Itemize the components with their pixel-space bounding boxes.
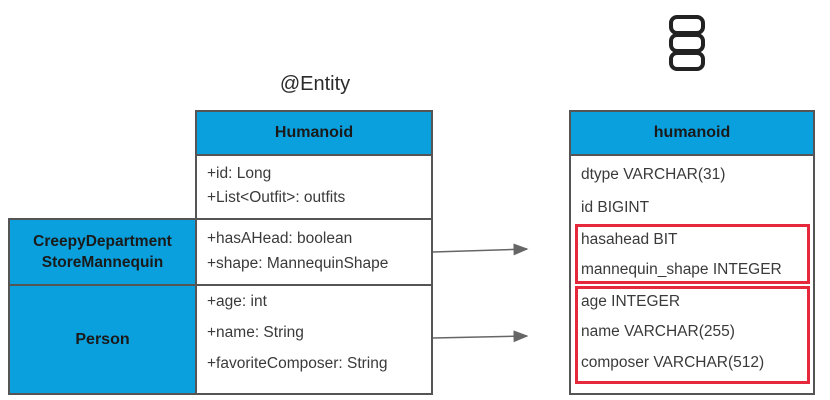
person-fields: +age: int +name: String +favoriteCompose…	[195, 284, 433, 395]
person-field-name: +name: String	[207, 324, 304, 341]
arrow-mannequin-to-table	[432, 243, 529, 256]
highlight-mannequin-columns	[575, 224, 810, 284]
mannequin-class-title-line2: StoreMannequin	[41, 254, 164, 271]
arrow-person-to-table	[432, 330, 529, 343]
column-name: name VARCHAR(255)	[581, 323, 735, 340]
column-mannequin-shape: mannequin_shape INTEGER	[581, 261, 782, 278]
humanoid-class-header: Humanoid	[195, 110, 433, 156]
humanoid-fields: +id: Long +List<Outfit>: outfits	[195, 154, 433, 220]
column-composer: composer VARCHAR(512)	[581, 354, 765, 371]
mannequin-class-title-line1: CreepyDepartment	[33, 233, 172, 250]
person-class-header: Person	[8, 284, 197, 395]
humanoid-field-outfits: +List<Outfit>: outfits	[207, 189, 346, 206]
highlight-person-columns	[575, 286, 810, 384]
column-age: age INTEGER	[581, 293, 681, 310]
column-id: id BIGINT	[581, 199, 650, 216]
table-name: humanoid	[653, 124, 731, 141]
person-class-title: Person	[75, 330, 130, 348]
entity-annotation: @Entity	[279, 73, 351, 95]
humanoid-class-title: Humanoid	[274, 124, 354, 141]
humanoid-field-id: +id: Long	[207, 165, 272, 182]
table-header: humanoid	[569, 110, 815, 156]
person-field-composer: +favoriteComposer: String	[207, 355, 388, 372]
mannequin-field-hasahead: +hasAHead: boolean	[207, 230, 353, 247]
column-dtype: dtype VARCHAR(31)	[581, 166, 726, 183]
person-field-age: +age: int	[207, 293, 267, 310]
mannequin-field-shape: +shape: MannequinShape	[207, 255, 389, 272]
mannequin-fields: +hasAHead: boolean +shape: MannequinShap…	[195, 218, 433, 286]
column-hasahead: hasahead BIT	[581, 231, 678, 248]
database-icon	[668, 14, 706, 72]
table-columns: dtype VARCHAR(31) id BIGINT hasahead BIT…	[569, 154, 815, 395]
